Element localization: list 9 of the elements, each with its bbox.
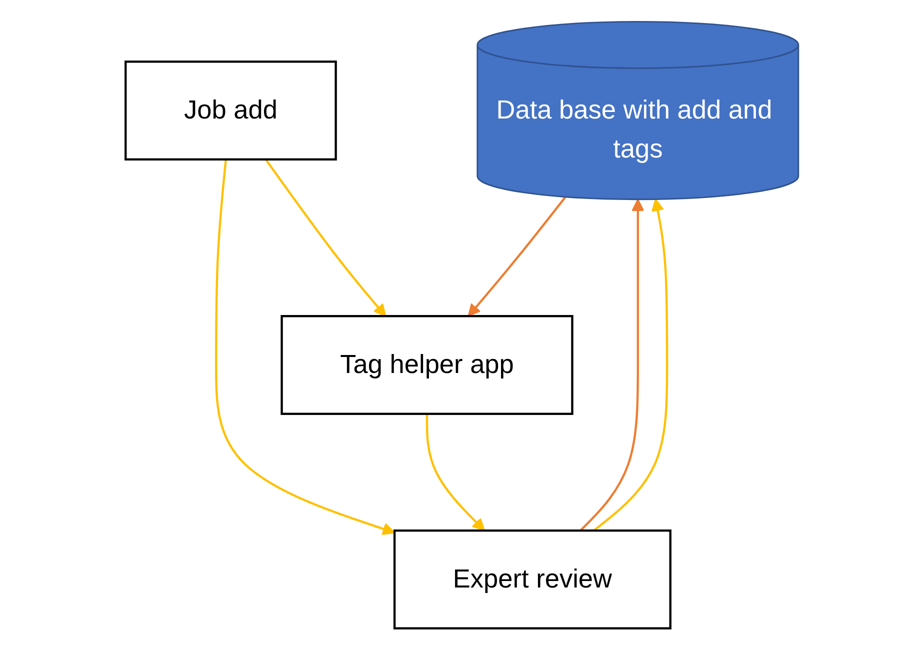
arrow (215, 158, 396, 535)
node-box: Job add (124, 60, 337, 160)
arrow (426, 413, 485, 531)
node-box: Tag helper app (280, 314, 574, 414)
node-box: Expert review (393, 528, 672, 629)
arrow (468, 196, 566, 316)
arrow (580, 198, 644, 531)
arrow (593, 198, 668, 531)
arrow (264, 158, 386, 316)
